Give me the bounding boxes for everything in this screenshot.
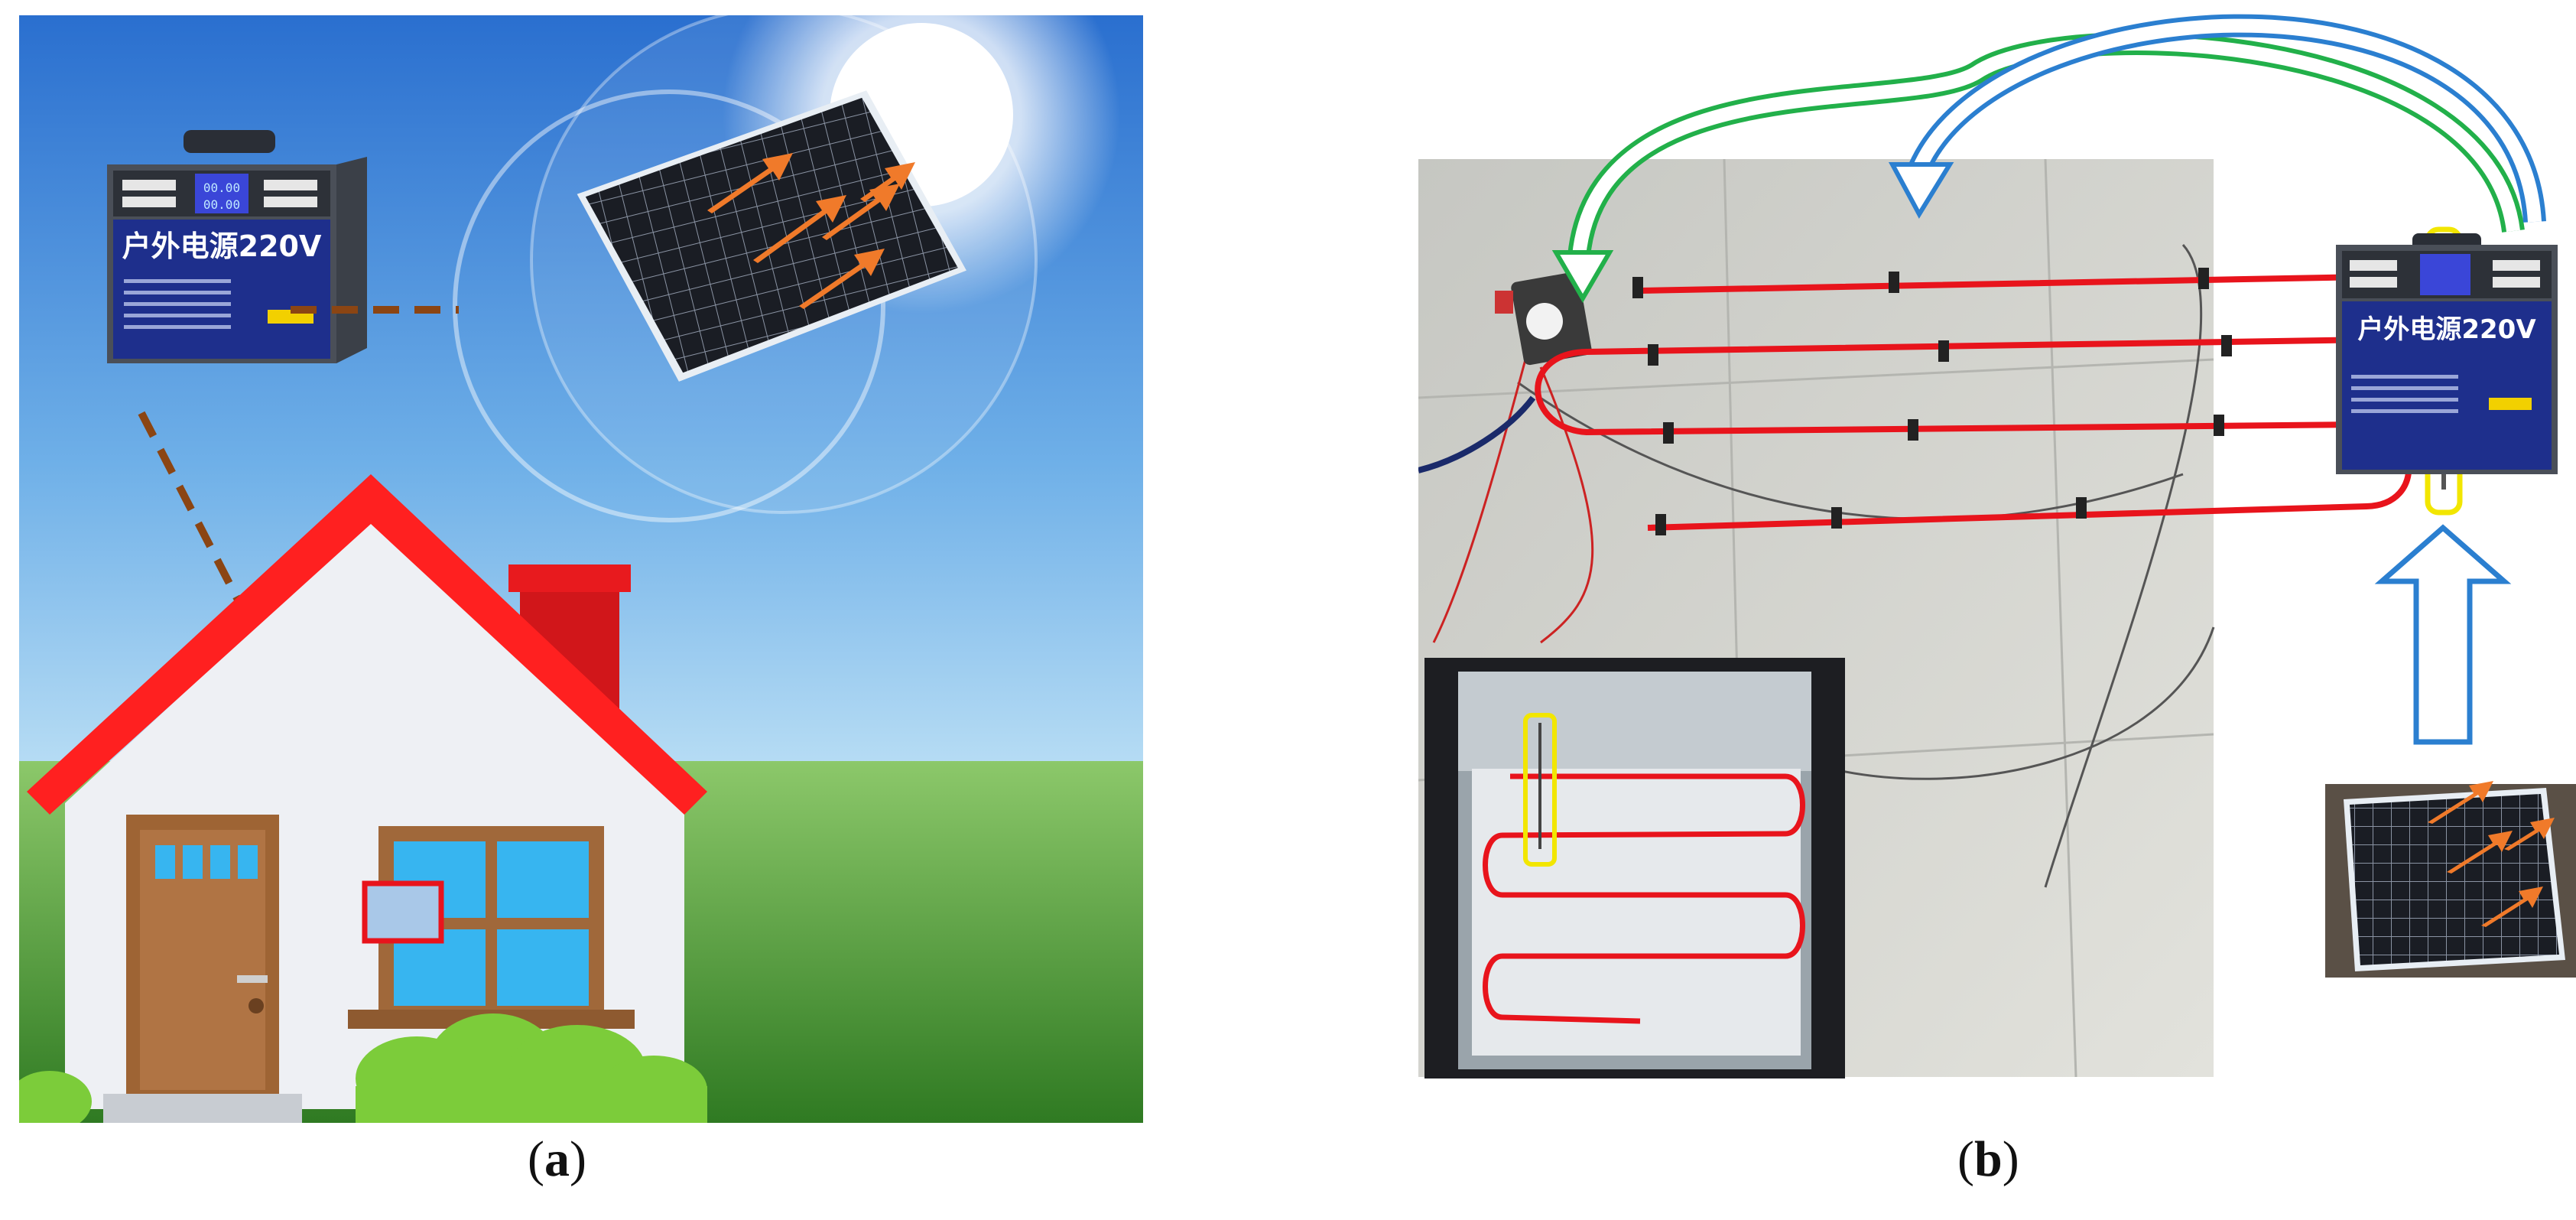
up-arrow-icon xyxy=(2374,524,2512,745)
blue-arrowhead xyxy=(1888,162,1954,220)
caption-paren: ) xyxy=(569,1131,586,1187)
caption-paren: ( xyxy=(1957,1131,1974,1187)
solar-panel-icon xyxy=(577,90,966,382)
caption-paren: ( xyxy=(528,1131,544,1187)
panel-b-photo-setup: 户外电源220V xyxy=(1418,0,2576,1086)
display-value: 00.00 xyxy=(203,197,240,212)
caption-letter: a xyxy=(544,1131,570,1187)
sunlight-arrows xyxy=(2428,781,2555,927)
heating-film-highlight xyxy=(362,880,444,944)
solar-panel-icon xyxy=(2325,781,2576,978)
lens-flare-ring xyxy=(453,89,885,522)
curved-arrow-icon xyxy=(1551,32,2525,303)
panel-a-svg: 00.00 00.00 户外电源220V xyxy=(19,15,1143,1123)
panel-b-svg: 户外电源220V xyxy=(1418,14,2576,1078)
heating-wire-window xyxy=(1483,773,1805,1024)
panel-a-illustration: 00.00 00.00 户外电源220V xyxy=(19,15,1143,1123)
sunlight-arrows xyxy=(707,153,915,309)
display-value: 00.00 xyxy=(203,181,240,195)
caption-b: (b) xyxy=(1957,1131,2019,1189)
curved-arrow-icon xyxy=(1888,14,2546,223)
caption-paren: ) xyxy=(2002,1131,2019,1187)
sensor-highlight-box-inset xyxy=(1523,713,1557,867)
power-station-icon: 00.00 00.00 户外电源220V xyxy=(107,130,367,363)
bushes xyxy=(19,1013,707,1123)
power-station-label: 户外电源220V xyxy=(2357,314,2536,345)
tape-markers xyxy=(1632,263,2377,535)
temperature-controller xyxy=(1495,272,1592,366)
inset-window-photo xyxy=(1424,658,1845,1078)
green-arrowhead xyxy=(1551,250,1614,303)
power-station-label: 户外电源220V xyxy=(122,229,322,263)
caption-a: (a) xyxy=(528,1131,586,1189)
caption-letter: b xyxy=(1973,1131,2003,1187)
power-station-icon: 户外电源220V xyxy=(2336,233,2558,474)
house-icon xyxy=(19,474,707,1123)
